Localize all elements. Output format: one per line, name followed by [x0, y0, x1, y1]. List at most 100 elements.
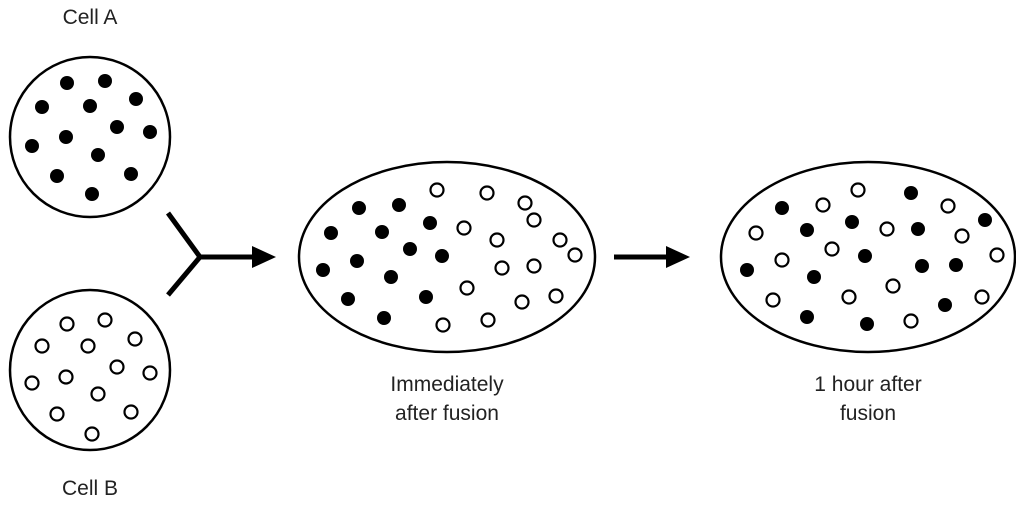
cell-a-protein-marker — [35, 100, 49, 114]
hybrid-immediate-cell-a-marker — [377, 311, 391, 325]
stage-1-hour-label-line2: fusion — [839, 402, 897, 425]
cell-a-protein-marker — [143, 125, 157, 139]
hybrid-immediate-cell-a-marker — [316, 263, 330, 277]
cell-b-protein-marker — [109, 359, 125, 375]
fusion-line-top — [165, 211, 203, 259]
cell-a — [8, 55, 172, 219]
hybrid-immediate-cell-a-marker — [403, 242, 417, 256]
hybrid-1-hour-cell-a-marker — [860, 317, 874, 331]
hybrid-immediate-cell-b-marker — [489, 232, 505, 248]
fusion-arrow-head — [252, 246, 276, 268]
hybrid-1-hour-cell-b-marker — [940, 198, 956, 214]
hybrid-1-hour-cell-a-marker — [807, 270, 821, 284]
hybrid-1-hour-cell-a-marker — [904, 186, 918, 200]
hybrid-immediate-cell-a-marker — [375, 225, 389, 239]
cell-a-protein-marker — [59, 130, 73, 144]
hybrid-1-hour-cell-a-marker — [740, 263, 754, 277]
cell-b-protein-marker — [59, 316, 75, 332]
hybrid-1-hour-cell-b-marker — [841, 289, 857, 305]
hybrid-immediate-cell-b-marker — [548, 288, 564, 304]
hybrid-1-hour-cell-b-marker — [903, 313, 919, 329]
hybrid-immediate-cell-b-marker — [456, 220, 472, 236]
cell-b-protein-marker — [123, 404, 139, 420]
cell-b-protein-marker — [142, 365, 158, 381]
hybrid-immediate-cell-b-marker — [552, 232, 568, 248]
fusion-line-bottom — [166, 255, 202, 297]
hybrid-1-hour-cell-b-marker — [879, 221, 895, 237]
cell-a-protein-marker — [129, 92, 143, 106]
hybrid-immediate-cell-b-marker — [494, 260, 510, 276]
hybrid-1-hour-cell-a-marker — [915, 259, 929, 273]
hybrid-immediate-cell-a-marker — [435, 249, 449, 263]
cell-b-protein-marker — [80, 338, 96, 354]
cell-a-protein-marker — [98, 74, 112, 88]
hybrid-immediate-cell-a-marker — [384, 270, 398, 284]
hybrid-1-hour-cell-a-marker — [775, 201, 789, 215]
hybrid-1-hour-cell-a-marker — [949, 258, 963, 272]
cell-b-protein-marker — [127, 331, 143, 347]
cell-b-protein-marker — [58, 369, 74, 385]
cell-a-protein-marker — [124, 167, 138, 181]
cell-a-label: Cell A — [62, 6, 118, 29]
hybrid-1-hour-cell-b-marker — [989, 247, 1005, 263]
hybrid-1-hour-cell-b-marker — [885, 278, 901, 294]
hybrid-1-hour-cell-a-marker — [800, 223, 814, 237]
stage-1-hour-label-line1: 1 hour after — [814, 373, 922, 396]
cell-b-protein-marker — [90, 386, 106, 402]
hybrid-cell-immediate — [297, 160, 597, 354]
hybrid-immediate-cell-a-marker — [419, 290, 433, 304]
hybrid-1-hour-cell-a-marker — [911, 222, 925, 236]
time-arrow — [614, 246, 690, 268]
hybrid-1-hour-cell-a-marker — [978, 213, 992, 227]
cell-b-protein-marker — [84, 426, 100, 442]
fusion-junction — [165, 211, 276, 297]
hybrid-immediate-cell-a-marker — [341, 292, 355, 306]
hybrid-immediate-cell-b-marker — [517, 195, 533, 211]
time-arrow-head — [666, 246, 690, 268]
cell-a-protein-marker — [25, 139, 39, 153]
hybrid-immediate-cell-b-marker — [480, 312, 496, 328]
cell-a-protein-marker — [83, 99, 97, 113]
hybrid-immediate-cell-b-marker — [429, 182, 445, 198]
hybrid-immediate-cell-b-marker — [526, 258, 542, 274]
hybrid-1-hour-cell-b-marker — [774, 252, 790, 268]
cell-a-protein-marker — [50, 169, 64, 183]
stage-immediate-label-line2: after fusion — [395, 402, 499, 425]
cell-b-protein-marker — [49, 406, 65, 422]
hybrid-1-hour-cell-b-marker — [850, 182, 866, 198]
stage-immediate-label-line1: Immediately — [390, 373, 504, 396]
cell-a-protein-marker — [85, 187, 99, 201]
hybrid-immediate-cell-b-marker — [526, 212, 542, 228]
hybrid-immediate-cell-b-marker — [514, 294, 530, 310]
hybrid-1-hour-cell-b-marker — [765, 292, 781, 308]
cell-b-protein-marker — [97, 312, 113, 328]
hybrid-1-hour-cell-b-marker — [954, 228, 970, 244]
cell-a-protein-marker — [110, 120, 124, 134]
hybrid-1-hour-cell-a-marker — [800, 310, 814, 324]
cell-b-protein-marker — [24, 375, 40, 391]
hybrid-1-hour-cell-b-marker — [815, 197, 831, 213]
cell-a-protein-marker — [60, 76, 74, 90]
hybrid-1-hour-cell-b-marker — [824, 241, 840, 257]
hybrid-immediate-cell-a-marker — [423, 216, 437, 230]
hybrid-immediate-cell-b-marker — [459, 280, 475, 296]
hybrid-immediate-cell-b-marker — [479, 185, 495, 201]
hybrid-immediate-cell-b-marker — [567, 247, 583, 263]
hybrid-immediate-cell-a-marker — [392, 198, 406, 212]
hybrid-1-hour-cell-a-marker — [938, 298, 952, 312]
cell-b — [8, 288, 172, 452]
hybrid-1-hour-cell-b-marker — [974, 289, 990, 305]
hybrid-immediate-cell-b-marker — [435, 317, 451, 333]
hybrid-1-hour-cell-b-marker — [748, 225, 764, 241]
hybrid-immediate-cell-a-marker — [352, 201, 366, 215]
cell-a-protein-marker — [91, 148, 105, 162]
hybrid-1-hour-cell-a-marker — [845, 215, 859, 229]
hybrid-immediate-cell-a-marker — [324, 226, 338, 240]
hybrid-cell-1-hour — [719, 160, 1016, 354]
cell-b-protein-marker — [34, 338, 50, 354]
cell-b-label: Cell B — [61, 477, 119, 500]
hybrid-immediate-cell-a-marker — [350, 254, 364, 268]
hybrid-1-hour-cell-a-marker — [858, 249, 872, 263]
